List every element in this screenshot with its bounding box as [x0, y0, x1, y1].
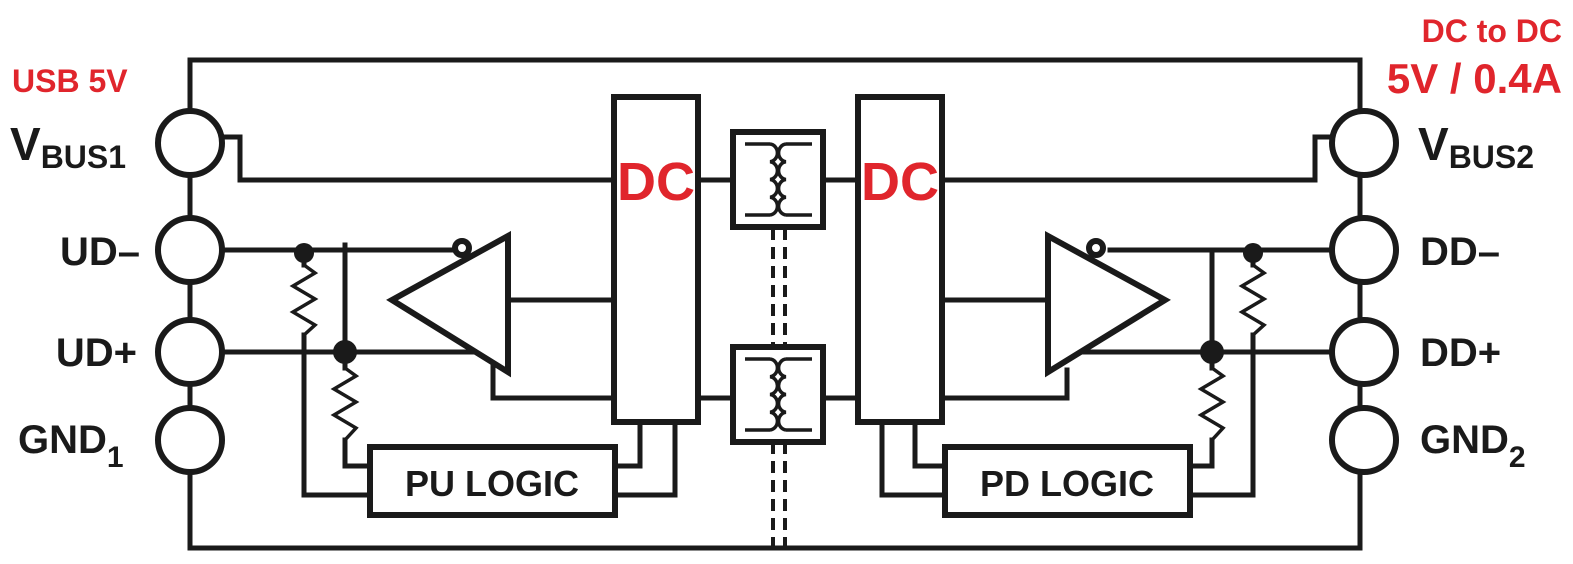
pd-logic-block: PD LOGIC: [942, 444, 1193, 518]
dc-to-dc-annotation: DC to DC: [1422, 13, 1562, 49]
pin-vbus1: [155, 108, 225, 178]
right-pins: [1329, 108, 1399, 475]
left-receiver-amplifier: [386, 230, 511, 378]
right-dc-label: DC: [861, 152, 939, 212]
left-pins: [155, 108, 225, 475]
pu-logic-label: PU LOGIC: [405, 463, 579, 504]
usb-5v-annotation: USB 5V: [12, 63, 128, 99]
pin-ud-plus: [155, 317, 225, 387]
pin-dd-minus: [1329, 215, 1399, 285]
junction-dot: [294, 243, 314, 263]
pin-gnd2: [1329, 405, 1399, 475]
right-driver-amplifier: [1045, 230, 1171, 378]
inverting-bubble: [1086, 238, 1106, 258]
label-dd-minus: DD–: [1420, 230, 1500, 274]
right-wiring: [879, 134, 1333, 498]
pd-logic-label: PD LOGIC: [980, 463, 1154, 504]
pin-gnd1: [155, 405, 225, 475]
left-dc-label: DC: [617, 152, 695, 212]
inverting-bubble: [452, 238, 472, 258]
label-vbus1: VBUS1: [10, 118, 126, 175]
label-gnd2: GND2: [1420, 418, 1526, 474]
right-resistor-dd-plus: [1197, 349, 1227, 442]
pu-logic-block: PU LOGIC: [367, 444, 618, 518]
label-vbus2: VBUS2: [1418, 118, 1534, 175]
left-dc-converter-block: DC: [611, 94, 701, 425]
label-ud-plus: UD+: [56, 331, 137, 375]
output-rating-annotation: 5V / 0.4A: [1387, 55, 1562, 102]
pin-vbus2: [1329, 108, 1399, 178]
upper-transformer: [730, 129, 826, 230]
isolation-barrier: [771, 228, 787, 548]
pin-ud-minus: [155, 215, 225, 285]
left-resistor-ud-plus: [330, 349, 360, 442]
label-dd-plus: DD+: [1420, 331, 1501, 375]
lower-transformer: [730, 344, 826, 445]
junction-dot: [1200, 340, 1224, 364]
right-dc-converter-block: DC: [855, 94, 945, 425]
label-ud-minus: UD–: [60, 230, 140, 274]
junction-dot: [333, 340, 357, 364]
junction-dot: [1243, 243, 1263, 263]
pin-dd-plus: [1329, 317, 1399, 387]
label-gnd1: GND1: [18, 418, 124, 474]
